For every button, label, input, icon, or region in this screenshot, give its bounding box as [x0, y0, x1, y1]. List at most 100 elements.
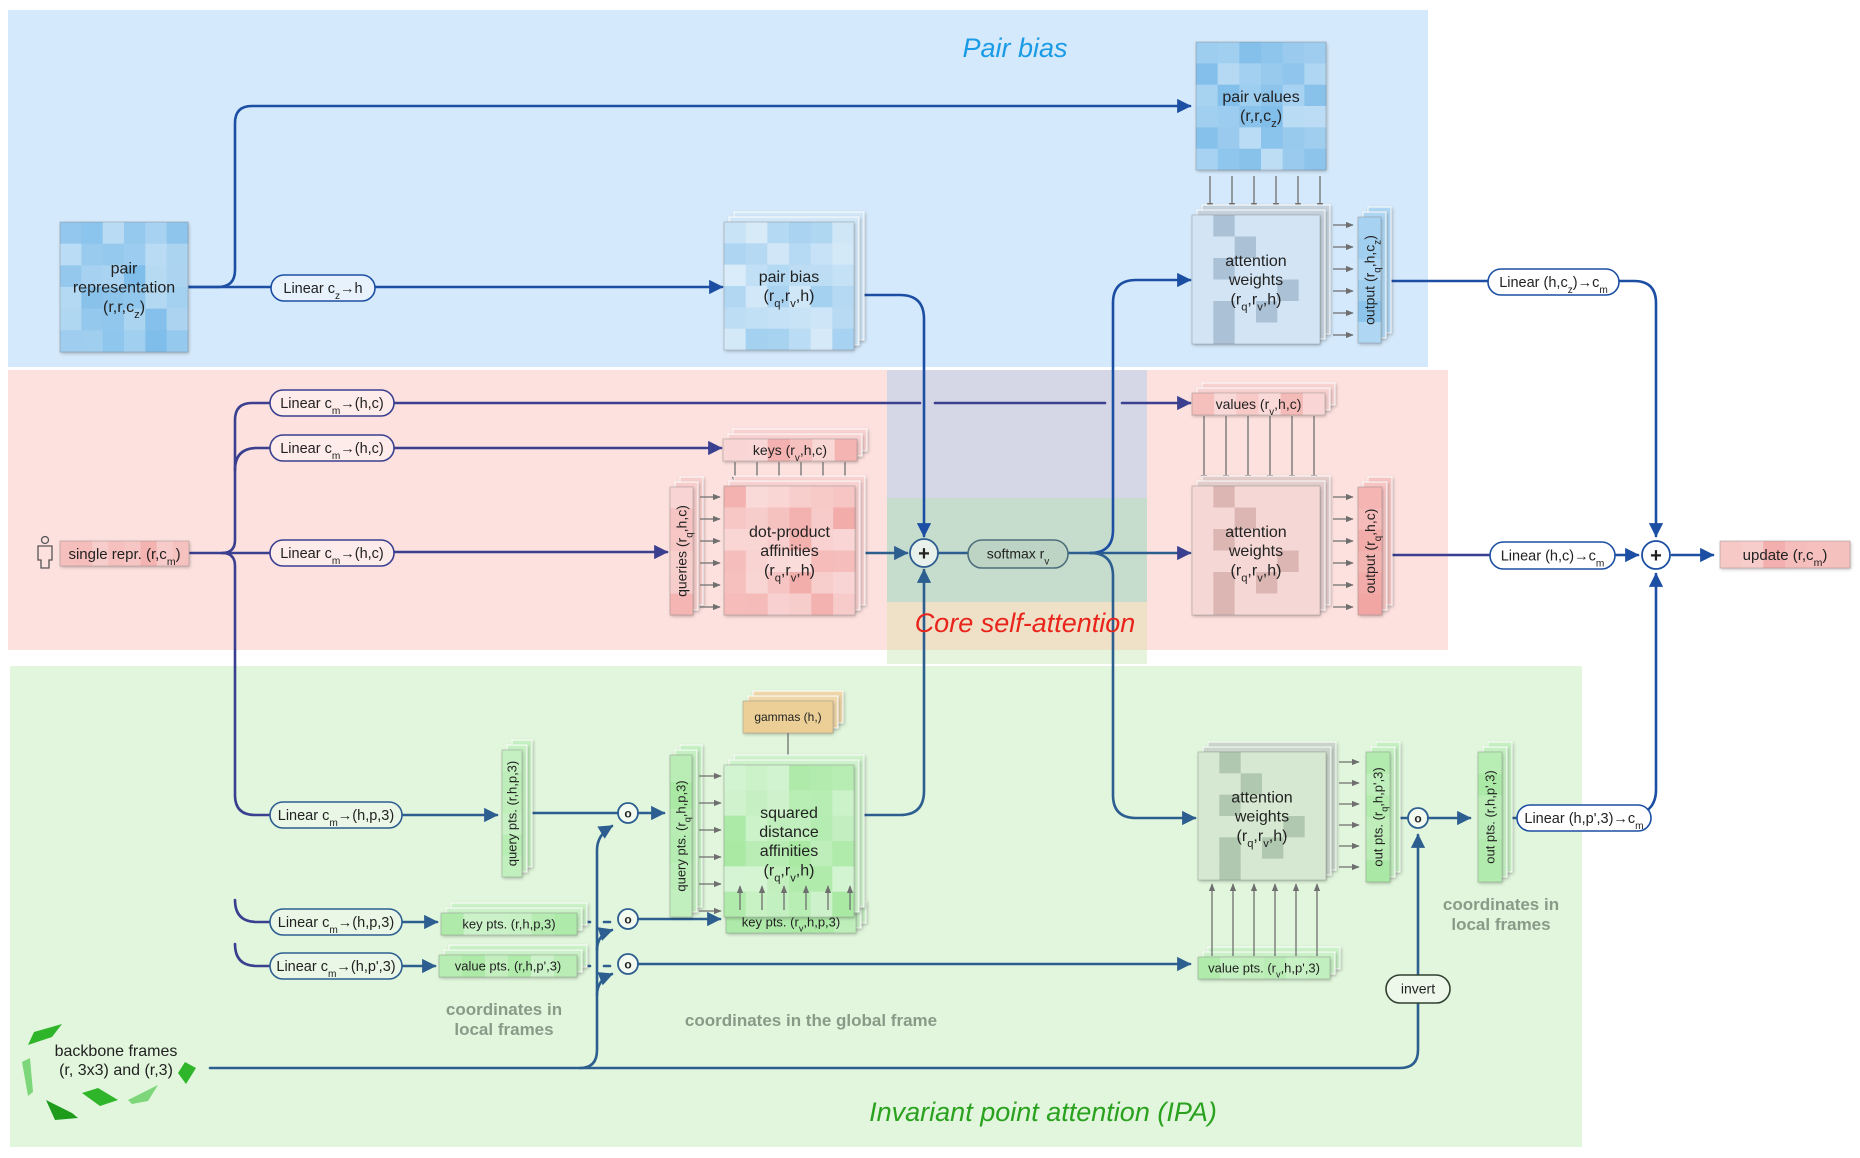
tensor-cell — [1219, 794, 1241, 816]
tensor-label: values (rv,h,c) — [1216, 396, 1302, 418]
label-line: (r,r,cz) — [1240, 108, 1282, 130]
tensor-cell — [767, 550, 790, 573]
tensor-cell — [724, 243, 746, 265]
softmax-pill-label: softmax rv — [987, 546, 1050, 568]
tensor-cell — [1196, 127, 1218, 149]
subscript: v — [1044, 556, 1049, 567]
tensor-cell — [76, 541, 93, 567]
tensor-cell — [1239, 63, 1262, 85]
tensor-cell — [81, 265, 103, 288]
tensor-cell — [1478, 752, 1503, 774]
pair-out-linear-pill: Linear (h,cz)→cm — [1487, 268, 1620, 296]
tensor-cell — [1282, 106, 1305, 128]
values-tensor: values (rv,h,c) — [1191, 382, 1336, 418]
tensor-cell — [670, 572, 694, 594]
tensor-cell — [1478, 773, 1503, 796]
ipa-key-linear-pill: Linear cm→(h,p,3) — [269, 908, 403, 936]
tensor-cell — [724, 264, 746, 287]
label-line: pair bias — [759, 269, 819, 286]
tensor-cell — [1262, 837, 1284, 859]
tensor-cell — [1240, 773, 1262, 795]
tensor-cell — [1196, 84, 1218, 107]
tensor-cell — [745, 307, 768, 329]
tensor-cell — [166, 265, 189, 288]
tensor-cell — [767, 243, 790, 265]
subscript: v — [790, 872, 796, 884]
tensor-cell — [1239, 84, 1262, 107]
tensor-cell — [1196, 42, 1218, 64]
tensor-cell — [1828, 541, 1851, 569]
tensor-cell — [670, 551, 694, 573]
tensor-cell — [1192, 393, 1215, 416]
label-line: Linear cm→(h,c) — [280, 441, 384, 462]
label-line: weights — [1228, 272, 1283, 289]
label-line: (rq,rv,h) — [1237, 828, 1288, 850]
tensor-cell — [60, 243, 82, 266]
ipa-linear-to-add-arrow — [1643, 572, 1664, 814]
tensor-cell — [743, 701, 834, 734]
tensor-cell — [508, 955, 532, 978]
tensor-cell — [724, 572, 747, 594]
tensor-cell — [140, 541, 158, 567]
tensor-cell — [1213, 593, 1235, 615]
query-apply-frame-op-symbol: o — [624, 806, 631, 820]
tensor-cell — [1304, 42, 1327, 64]
label-line: dot-product — [749, 524, 830, 541]
tensor-cell — [502, 792, 523, 814]
subscript: v — [1257, 301, 1263, 313]
value-pts-global-tensor: value pts. (rv,h,p',3) — [1197, 946, 1341, 980]
ipa-key-linear-pill-shape — [269, 908, 403, 936]
label-line: squared — [760, 805, 818, 822]
tensor-cell — [1366, 838, 1391, 861]
tensor-cell — [1358, 322, 1382, 344]
tensor-cell — [1261, 127, 1283, 149]
tensor-cell — [789, 507, 812, 530]
tensor-cell — [1282, 42, 1305, 64]
key-apply-frame-op-symbol: o — [624, 912, 631, 926]
tensor-cell — [166, 330, 189, 353]
tensor-cell — [724, 841, 746, 867]
tensor-label: out pts. (rq,h,p',3) — [1371, 767, 1390, 866]
tensor-cell — [1358, 551, 1383, 573]
pair-out-linear-pill-label: Linear (h,cz)→cm — [1499, 275, 1608, 296]
tensor-cell — [463, 913, 487, 936]
ipa-key-linear-pill-label: Linear cm→(h,p,3) — [278, 915, 394, 936]
tensor-cell — [1219, 858, 1241, 880]
tensor-cell — [745, 439, 768, 462]
subscript: v — [799, 924, 804, 934]
tensor-cell — [1213, 322, 1235, 344]
tensor-cell — [531, 913, 555, 936]
tensor-cell — [102, 222, 125, 244]
tensor-cell — [60, 541, 77, 567]
subscript: m — [1599, 284, 1607, 295]
tensor-cell — [745, 328, 768, 351]
tensor-cell — [767, 841, 790, 867]
tensor-cell — [767, 815, 790, 842]
tensor-cell — [124, 541, 141, 567]
label-line: key pts. (r,h,p,3) — [462, 917, 555, 932]
tensor-cell — [745, 815, 768, 842]
tensor-cell — [811, 550, 834, 573]
tensor-cell — [789, 593, 812, 616]
tensor-cell — [166, 287, 189, 309]
label-line: (r,r,cz) — [103, 299, 145, 321]
tensor-cell — [811, 529, 834, 551]
tensor-cell — [1304, 84, 1327, 107]
tensor-label: out pts. (r,h,p',3) — [1483, 770, 1498, 864]
subscript: m — [332, 450, 340, 461]
tensor-cell — [745, 264, 768, 287]
tensor-cell — [1234, 507, 1256, 529]
label-line: Linear cm→(h,p,3) — [278, 915, 394, 936]
pair-linear-pill: Linear cz→h — [270, 274, 376, 302]
invert-pill: invert — [1385, 974, 1451, 1004]
ipa-title: Invariant point attention (IPA) — [869, 1097, 1217, 1127]
tensor-cell — [767, 222, 790, 244]
tensor-cell — [1261, 148, 1283, 171]
tensor-cell — [502, 855, 523, 878]
tensor-cell — [1304, 148, 1327, 171]
tensor-cell — [102, 308, 125, 331]
tensor-cell — [145, 222, 167, 244]
ipa-query-linear-pill-label: Linear cm→(h,p,3) — [278, 808, 394, 829]
